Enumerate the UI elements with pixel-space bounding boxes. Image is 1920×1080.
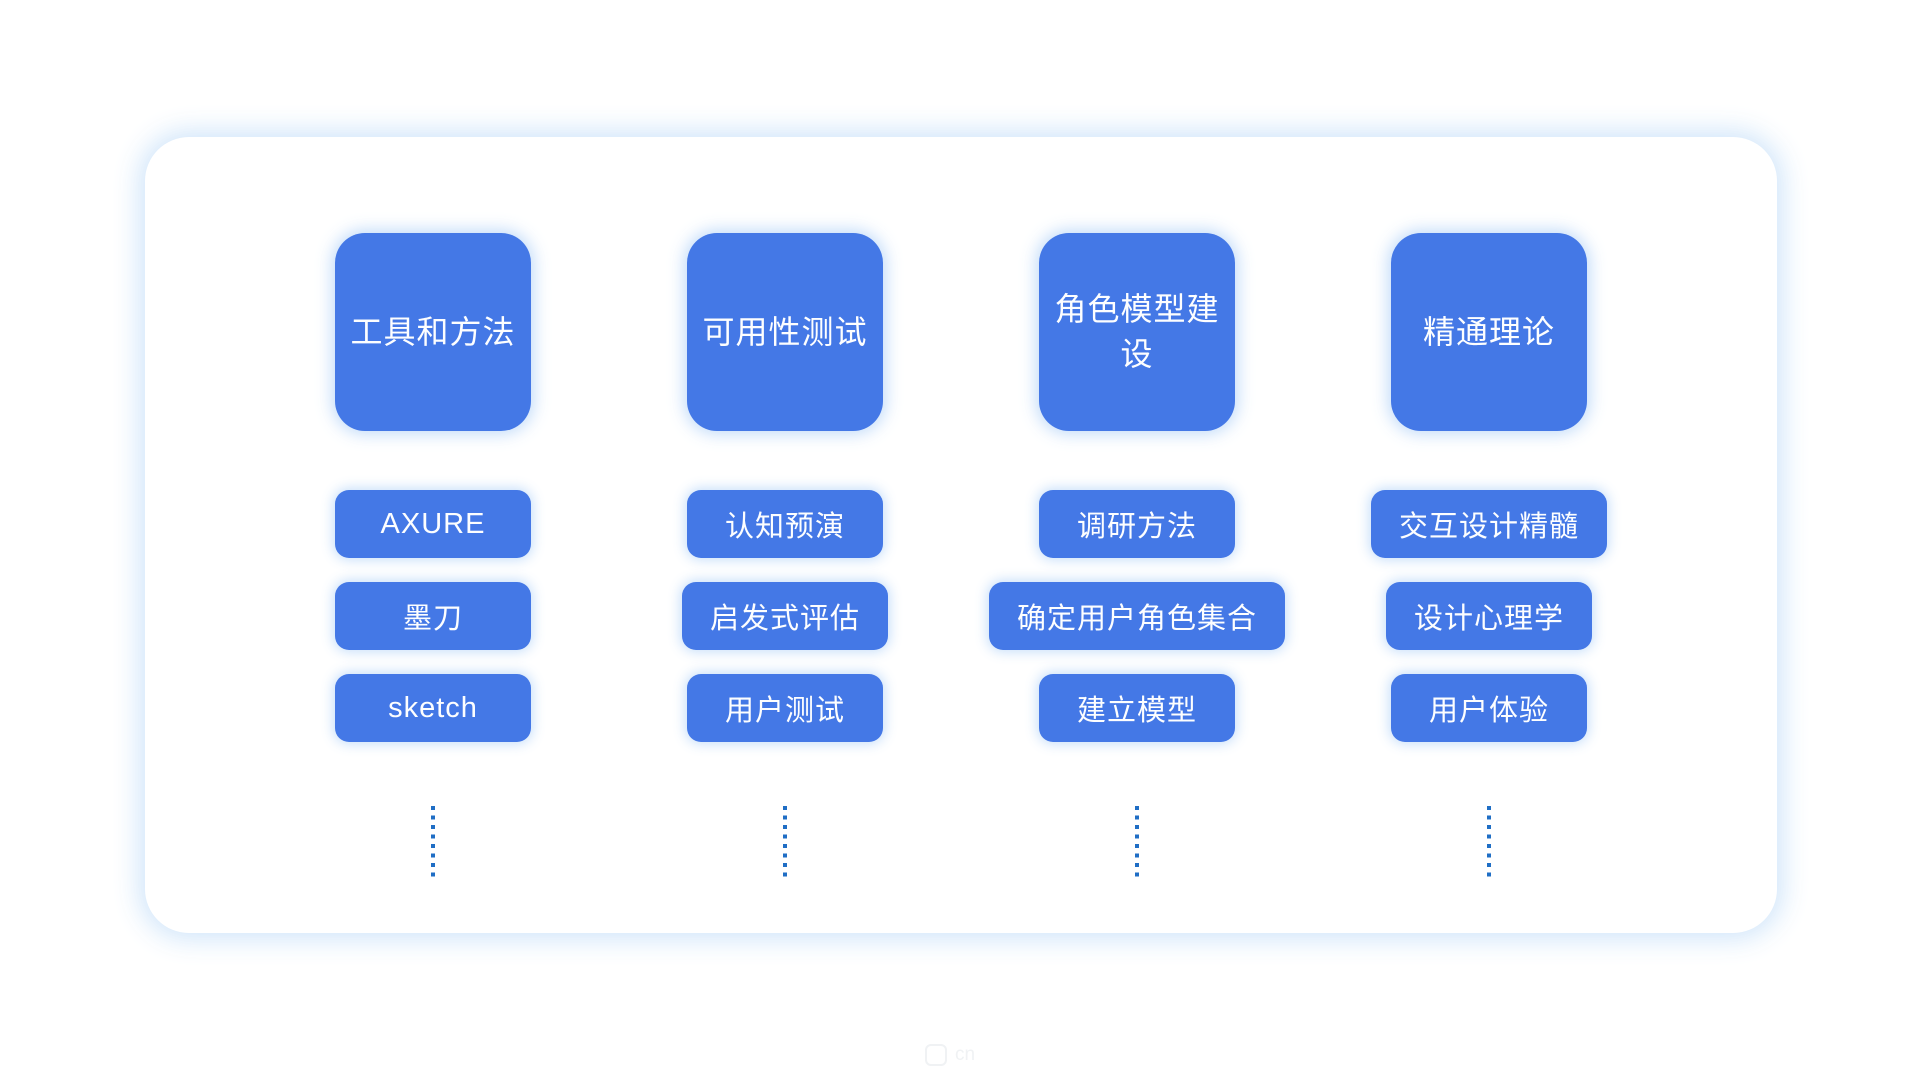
column-usability-testing: 可用性测试 认知预演 启发式评估 用户测试 <box>609 137 961 933</box>
diagram-card: 工具和方法 AXURE 墨刀 sketch 可用性测试 认知预演 启发式评估 用… <box>145 137 1777 933</box>
watermark-icon <box>925 1044 947 1066</box>
item-node[interactable]: 建立模型 <box>1038 674 1235 742</box>
diagram-columns: 工具和方法 AXURE 墨刀 sketch 可用性测试 认知预演 启发式评估 用… <box>145 137 1777 933</box>
dotted-connector <box>1135 806 1139 880</box>
item-list: 认知预演 启发式评估 用户测试 <box>681 490 888 742</box>
item-node[interactable]: AXURE <box>335 490 531 558</box>
item-node[interactable]: 调研方法 <box>1038 490 1235 558</box>
item-node[interactable]: 确定用户角色集合 <box>988 582 1285 650</box>
dotted-connector <box>1487 806 1491 880</box>
item-node[interactable]: 交互设计精髓 <box>1370 490 1607 558</box>
header-node[interactable]: 角色模型建设 <box>1039 233 1235 431</box>
item-list: 交互设计精髓 设计心理学 用户体验 <box>1370 490 1607 742</box>
item-node[interactable]: 用户测试 <box>686 674 883 742</box>
column-theory: 精通理论 交互设计精髓 设计心理学 用户体验 <box>1313 137 1665 933</box>
item-node[interactable]: 认知预演 <box>686 490 883 558</box>
item-node[interactable]: 设计心理学 <box>1385 582 1592 650</box>
header-node[interactable]: 精通理论 <box>1391 233 1587 431</box>
dotted-connector <box>783 806 787 880</box>
dotted-connector <box>431 806 435 880</box>
item-list: 调研方法 确定用户角色集合 建立模型 <box>988 490 1285 742</box>
item-node[interactable]: 墨刀 <box>335 582 531 650</box>
column-tools: 工具和方法 AXURE 墨刀 sketch <box>257 137 609 933</box>
item-list: AXURE 墨刀 sketch <box>335 490 531 742</box>
header-node[interactable]: 工具和方法 <box>335 233 531 431</box>
item-node[interactable]: 启发式评估 <box>681 582 888 650</box>
column-persona-modeling: 角色模型建设 调研方法 确定用户角色集合 建立模型 <box>961 137 1313 933</box>
watermark-label: cn <box>955 1044 976 1065</box>
header-node[interactable]: 可用性测试 <box>687 233 883 431</box>
item-node[interactable]: sketch <box>335 674 531 742</box>
watermark: cn <box>925 1044 975 1066</box>
item-node[interactable]: 用户体验 <box>1390 674 1587 742</box>
